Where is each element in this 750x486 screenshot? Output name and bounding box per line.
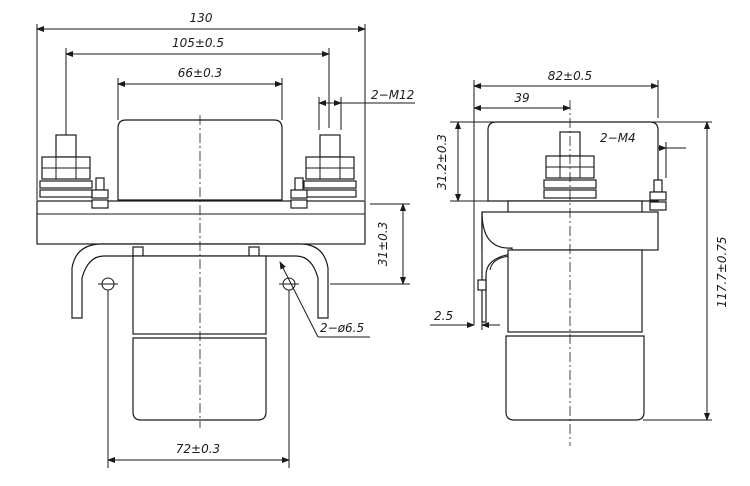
dim-top-height: 31.2±0.3 (435, 134, 449, 190)
dim-total-width: 130 (190, 11, 213, 25)
side-aux-terminal (649, 179, 667, 211)
dim-cover-width: 66±0.3 (178, 66, 222, 80)
side-coil-cap (505, 335, 645, 421)
front-aux-terminal-left (91, 177, 109, 209)
front-dimension-lines (36, 26, 415, 463)
dim-thread-aux: 2−M4 (600, 131, 636, 145)
front-view: 130 105±0.5 66±0.3 2−M12 31±0.3 2−ø6.5 7… (36, 11, 415, 468)
side-view: 82±0.5 39 2−M4 31.2±0.3 117.7±0.75 2.5 (430, 69, 729, 446)
dim-overall-height: 117.7±0.75 (715, 236, 729, 307)
dim-offset: 39 (514, 91, 529, 105)
dim-bracket-thickness: 2.5 (434, 309, 453, 323)
front-coil-body (132, 255, 267, 335)
front-base-plate (36, 200, 366, 245)
dim-hole-spacing: 72±0.3 (176, 442, 220, 456)
front-main-terminal-left (39, 134, 93, 198)
dim-terminal-spacing: 105±0.5 (172, 36, 224, 50)
front-coil-cap (132, 337, 267, 421)
dim-hole-diameter: 2−ø6.5 (320, 321, 364, 335)
front-aux-terminal-right (290, 177, 308, 209)
dim-thread-main: 2−M12 (371, 88, 414, 102)
dim-flange-height: 31±0.3 (376, 222, 390, 266)
front-mounting-bracket (71, 243, 329, 319)
front-main-terminal-right (303, 134, 357, 198)
side-dimension-lines (430, 83, 710, 421)
dim-depth: 82±0.5 (548, 69, 592, 83)
side-coil-body (507, 249, 643, 333)
